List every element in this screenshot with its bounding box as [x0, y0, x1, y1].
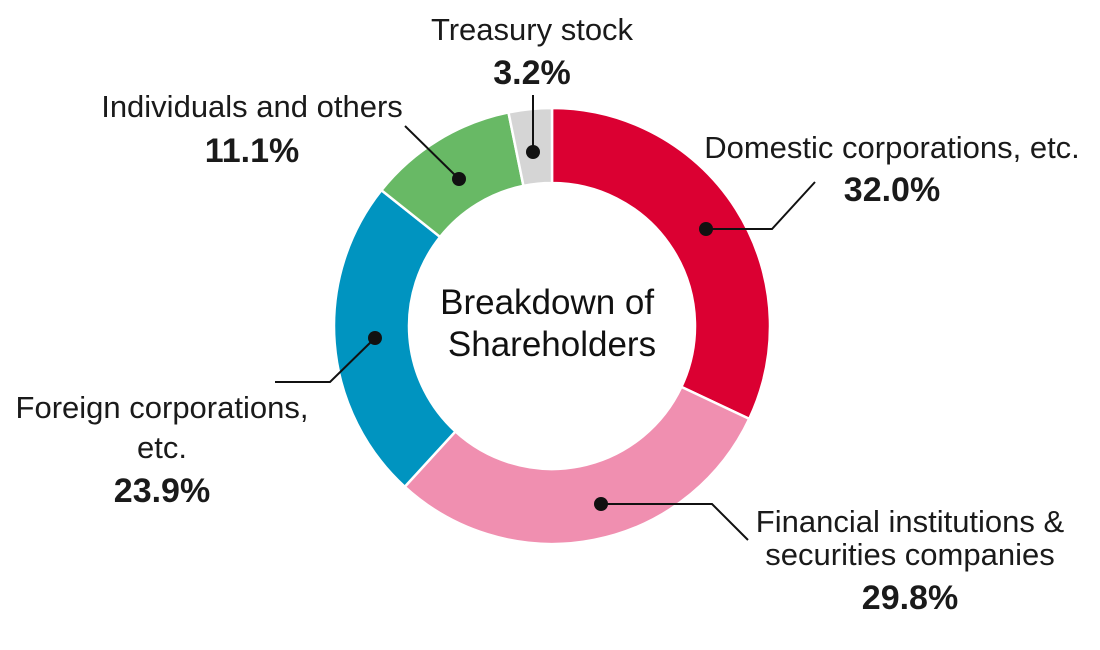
slice-labels: Domestic corporations, etc. 32.0% Financia…: [16, 12, 1080, 617]
chart-title: Breakdown of Shareholders: [440, 283, 664, 364]
slice-value-foreign: 23.9%: [114, 472, 210, 510]
slice-value-individuals: 11.1%: [205, 132, 300, 170]
slice-value-treasury: 3.2%: [493, 54, 571, 92]
slice-value-domestic: 32.0%: [844, 171, 940, 209]
leader-dot-treasury: [526, 145, 540, 159]
slice-value-financial: 29.8%: [862, 579, 958, 617]
leader-line-individuals: [404, 125, 460, 180]
slice-label-treasury: Treasury stock: [431, 12, 634, 47]
slice-financial: [403, 385, 751, 546]
slice-label-foreign-line-1: Foreign corporations,: [16, 390, 309, 425]
leader-dot-domestic: [699, 222, 713, 236]
chart-title-line-1: Breakdown of: [440, 283, 654, 322]
slice-domestic: [550, 106, 772, 421]
leader-line-foreign: [275, 337, 376, 383]
slice-label-foreign-line-2: etc.: [137, 430, 187, 465]
slice-label-financial-line-1: Financial institutions &: [756, 504, 1065, 539]
leader-dot-foreign: [368, 331, 382, 345]
leader-line-domestic: [706, 181, 816, 230]
slice-label-domestic: Domestic corporations, etc.: [704, 130, 1080, 165]
slice-label-financial-line-2: securities companies: [765, 537, 1054, 572]
leader-dot-financial: [594, 497, 608, 511]
leader-line-financial: [601, 503, 749, 541]
chart-title-line-2: Shareholders: [448, 325, 656, 364]
donut-slices: [332, 106, 772, 546]
slice-label-individuals: Individuals and others: [101, 89, 403, 124]
leader-lines: [275, 95, 816, 541]
leader-dot-individuals: [452, 172, 466, 186]
slice-foreign: [332, 188, 458, 489]
